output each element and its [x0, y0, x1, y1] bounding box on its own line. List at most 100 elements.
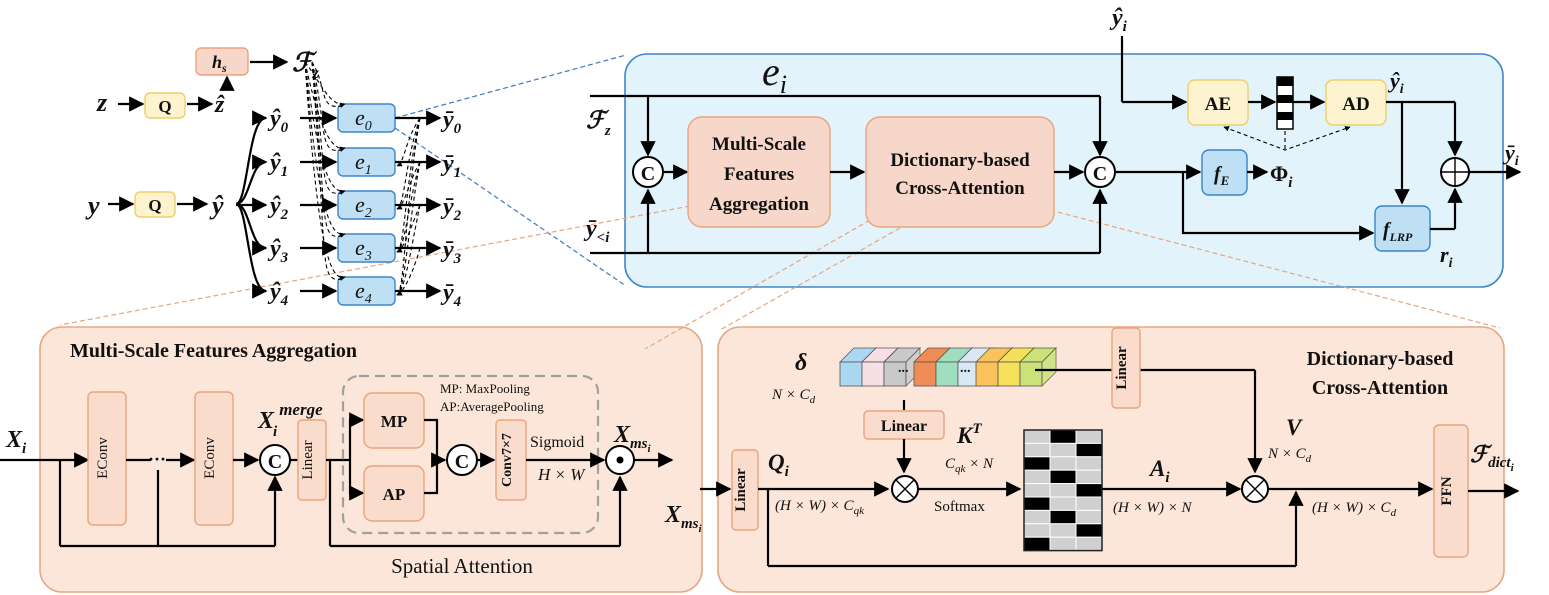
- svg-text:FFN: FFN: [1439, 476, 1455, 505]
- svg-text:Cross-Attention: Cross-Attention: [895, 178, 1025, 199]
- kt-dim: Cqk × N: [945, 456, 994, 475]
- svg-text:Dictionary-based: Dictionary-based: [890, 150, 1030, 171]
- svg-text:AD: AD: [1342, 94, 1369, 115]
- dict-block-front: [1019, 361, 1043, 387]
- dict-block-front: [975, 361, 999, 387]
- dca-panel: [717, 326, 1505, 593]
- attention-cell: [1049, 456, 1077, 471]
- attention-cell: [1075, 496, 1103, 511]
- svg-text:AP: AP: [383, 485, 406, 504]
- a-label: Ai: [1148, 456, 1170, 486]
- attention-cell: [1049, 523, 1077, 538]
- softmax-label: Softmax: [934, 499, 985, 515]
- svg-text:Multi-Scale: Multi-Scale: [712, 134, 806, 155]
- attention-cell: [1023, 469, 1051, 485]
- fe-label: fE: [1214, 163, 1230, 188]
- legend-ap: AP:AveragePooling: [440, 399, 544, 414]
- svg-text:MP: MP: [381, 412, 407, 431]
- ybar-out-label: ȳi: [1502, 140, 1519, 169]
- svg-text:EConv: EConv: [202, 437, 218, 479]
- attention-cell: [1023, 442, 1051, 458]
- svg-text:AE: AE: [1205, 94, 1231, 115]
- attention-cell: [1023, 483, 1051, 498]
- dict-block-front: [913, 361, 937, 387]
- attention-cell: [1023, 523, 1051, 538]
- y-bar-slice-label: ȳ3: [440, 237, 462, 267]
- svg-text:Aggregation: Aggregation: [709, 194, 809, 215]
- attention-cell: [1049, 469, 1077, 485]
- out-dim: (H × W) × Cd: [1312, 500, 1397, 519]
- dict-block-front: [935, 361, 959, 387]
- hw-label: H × W: [537, 465, 586, 484]
- flrp-label: fLRP: [1383, 219, 1413, 244]
- attention-cell: [1049, 496, 1077, 511]
- y-hat-slice-label: ŷ1: [267, 150, 288, 180]
- legend-mp: MP: MaxPooling: [440, 381, 530, 396]
- e-slice-label: e4: [355, 278, 372, 307]
- sigmoid-label: Sigmoid: [530, 434, 584, 451]
- hs-box: [195, 47, 249, 76]
- dca-block[interactable]: [865, 116, 1055, 228]
- quantizer-box-y: [134, 191, 176, 218]
- attention-cell: [1075, 456, 1103, 471]
- e-slice-label: e0: [355, 105, 372, 134]
- spatial-attention-label: Spatial Attention: [391, 554, 533, 578]
- entropy-fz-label: ℱz: [586, 108, 611, 139]
- hs-label: hs: [212, 52, 227, 75]
- y-hat-slice-label: ŷ4: [267, 279, 289, 309]
- dca-detail: Dictionary-based Cross-Attention δ N × C…: [664, 327, 1520, 568]
- x-merge-label: Ximerge: [257, 400, 323, 440]
- svg-text:C: C: [641, 163, 655, 185]
- attention-cell: [1075, 536, 1103, 552]
- z-label: z: [96, 88, 108, 117]
- attention-cell: [1075, 429, 1103, 444]
- attention-cell: [1023, 429, 1051, 444]
- svg-text:Linear: Linear: [1114, 346, 1130, 390]
- z-hat-label: ẑ: [214, 92, 225, 118]
- econv-box-1[interactable]: [87, 391, 127, 526]
- y-hat-label: ŷ: [209, 191, 224, 220]
- y-hat-slice-label: ŷ2: [267, 193, 289, 223]
- svg-text:Linear: Linear: [733, 468, 749, 512]
- svg-text:Linear: Linear: [300, 440, 316, 479]
- y-hat-top-label: ŷi: [1109, 5, 1128, 35]
- quantizer-box-z: [144, 92, 186, 119]
- attention-cell: [1075, 442, 1103, 458]
- y-label: y: [85, 191, 100, 220]
- dca-x-in: Xmsi: [664, 502, 703, 535]
- e-slice-label: e1: [355, 149, 372, 178]
- attention-cell: [1075, 509, 1103, 525]
- y-bar-slice-label: ȳ0: [440, 107, 462, 137]
- svg-text:C: C: [1093, 163, 1107, 185]
- dict-block-front: [861, 361, 885, 387]
- delta-dim: N × Cd: [771, 387, 816, 406]
- dict-block-front: [997, 361, 1021, 387]
- attention-cell: [1075, 523, 1103, 538]
- dca-title-2: Cross-Attention: [1312, 377, 1448, 399]
- entropy-model: ei ℱz ȳ<i C Multi-Scale Features Aggrega…: [583, 5, 1522, 271]
- dca-linear-v[interactable]: [1111, 327, 1141, 409]
- svg-text:Conv7×7: Conv7×7: [500, 433, 515, 487]
- v-label: V: [1286, 415, 1303, 440]
- y-hat-slice-label: ŷ0: [267, 106, 289, 136]
- attention-cell: [1023, 456, 1051, 471]
- attention-cell: [1049, 483, 1077, 498]
- e-slice-label: e3: [355, 235, 372, 264]
- econv-box-2[interactable]: [194, 391, 234, 526]
- svg-text:Linear: Linear: [881, 418, 927, 435]
- r-label: ri: [1440, 242, 1453, 271]
- svg-text:Features: Features: [724, 164, 794, 185]
- attention-cell: [1023, 536, 1051, 552]
- attention-cell: [1023, 496, 1051, 511]
- attention-cell: [1075, 483, 1103, 498]
- q-dim: (H × W) × Cqk: [775, 498, 865, 517]
- bitstream-icon: [1276, 76, 1294, 130]
- quantizer-label-z: Q: [158, 97, 171, 116]
- attention-map: [1023, 429, 1103, 552]
- msfa-dots: ···: [148, 449, 166, 469]
- y-bar-slice-label: ȳ4: [440, 280, 462, 310]
- attention-cell: [1049, 429, 1077, 444]
- y-hat-slice-label: ŷ3: [267, 236, 289, 266]
